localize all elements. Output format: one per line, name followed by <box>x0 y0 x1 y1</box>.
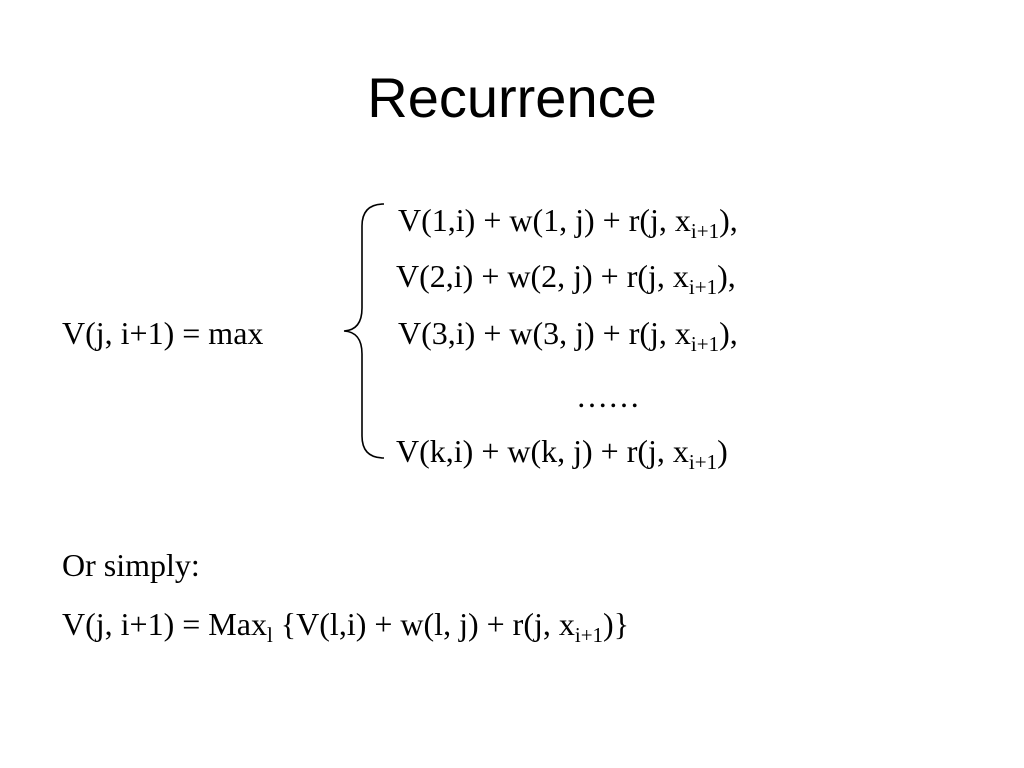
recurrence-lhs: V(j, i+1) = max <box>62 315 264 351</box>
simplified-recurrence: V(j, i+1) = Maxl {V(l,i) + w(l, j) + r(j… <box>62 606 630 647</box>
case-line-1: V(1,i) + w(1, j) + r(j, xi+1), <box>398 202 738 243</box>
or-simply-label: Or simply: <box>62 547 200 583</box>
slide-title: Recurrence <box>367 66 657 129</box>
case-line-3: V(3,i) + w(3, j) + r(j, xi+1), <box>398 315 738 356</box>
left-brace <box>343 203 385 459</box>
ellipsis: …… <box>576 378 640 414</box>
case-line-2: V(2,i) + w(2, j) + r(j, xi+1), <box>396 258 736 299</box>
case-line-k: V(k,i) + w(k, j) + r(j, xi+1) <box>396 433 728 474</box>
